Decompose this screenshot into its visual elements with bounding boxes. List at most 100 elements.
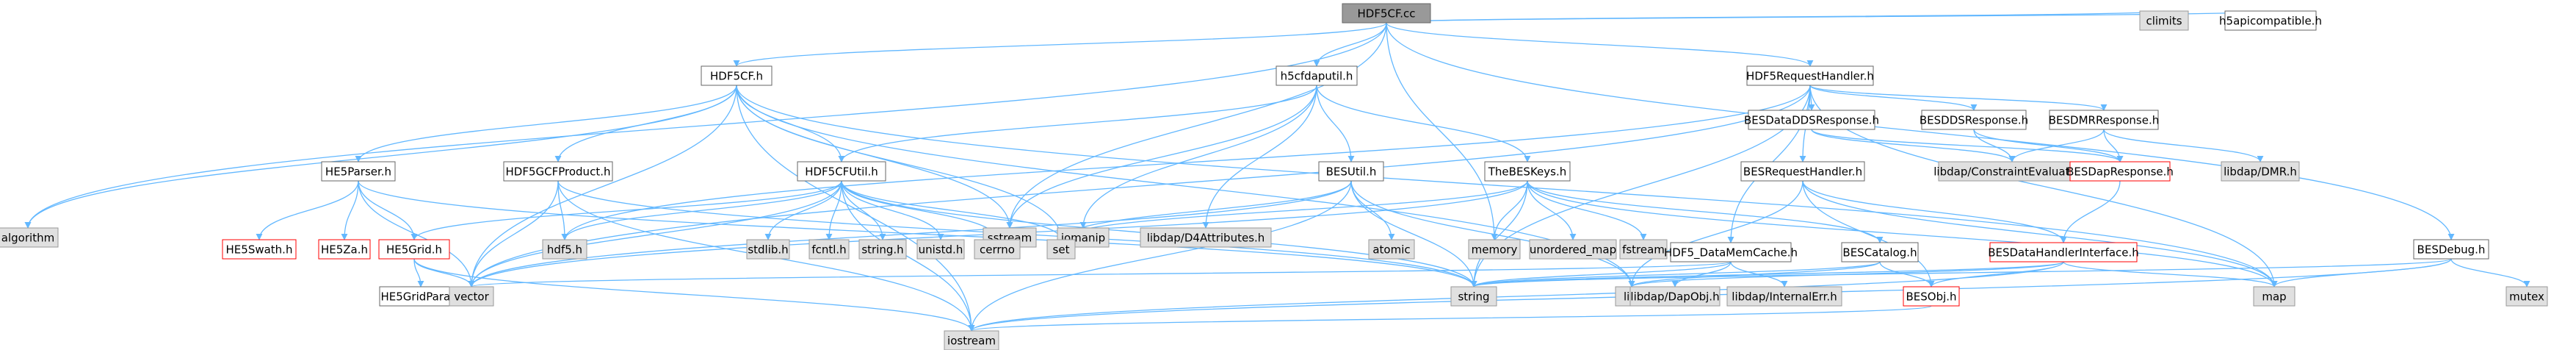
- edge-h5cfdaputil-to-cfutil: [838, 85, 1317, 162]
- node-label-climits: climits: [2146, 15, 2182, 28]
- node-box-d4attr: [1140, 227, 1272, 248]
- node-reqhandler[interactable]: HDF5RequestHandler.h: [1746, 65, 1874, 86]
- node-label-gcfproduct: HDF5GCFProduct.h: [506, 165, 611, 179]
- node-thebeskeys[interactable]: TheBESKeys.h: [1484, 161, 1571, 182]
- edge-hdf5cf_h-to-iostream: [736, 85, 975, 332]
- node-stringh: string.h: [858, 239, 907, 260]
- edge-thebeskeys-to-unordered_map: [1527, 180, 1577, 240]
- node-dapobj: libdap/DapObj.h: [1629, 286, 1721, 307]
- node-label-stdlib: stdlib.h: [748, 243, 788, 257]
- node-cfutil[interactable]: HDF5CFUtil.h: [797, 161, 886, 182]
- edge-cfutil-to-vector: [468, 180, 842, 288]
- node-box-map: [2253, 286, 2295, 307]
- node-box-unordered_map: [1529, 239, 1617, 260]
- node-label-fstream: fstream: [1622, 243, 1665, 257]
- edge-cfutil-to-fcntl: [825, 180, 842, 240]
- node-heswath[interactable]: HE5Swath.h: [222, 239, 297, 260]
- edge-reqhandler-to-besdmr: [1809, 85, 2108, 111]
- edge-h5cfdaputil-to-besutil: [1316, 85, 1355, 162]
- edge-besdmr-to-constraint: [2008, 129, 2105, 162]
- node-h5apicompat[interactable]: h5apicompatible.h: [2219, 10, 2322, 31]
- node-besdatadds[interactable]: BESDataDDSResponse.h: [1744, 110, 1879, 130]
- edge-besutil-to-string: [1350, 180, 1477, 288]
- node-besdapresp[interactable]: BESDapResponse.h: [2066, 161, 2174, 182]
- edge-root-to-reqhandler: [1386, 22, 1814, 67]
- node-box-besreq: [1740, 161, 1865, 182]
- edge-heparser-to-heswath: [256, 180, 359, 240]
- node-box-besdmr: [2049, 110, 2159, 130]
- node-box-hegrid: [378, 239, 450, 260]
- edge-hegrid-to-hegridpara: [413, 258, 424, 288]
- node-box-mutex: [2506, 286, 2548, 307]
- node-root[interactable]: HDF5CF.cc: [1342, 3, 1431, 24]
- node-box-algorithm: [0, 227, 59, 248]
- node-heparser[interactable]: HE5Parser.h: [321, 161, 396, 182]
- node-box-besobj: [1903, 286, 1960, 307]
- node-besreq[interactable]: BESRequestHandler.h: [1740, 161, 1865, 182]
- edge-besdatadds-to-constraint: [1811, 129, 2016, 162]
- node-d4attr: libdap/D4Attributes.h: [1140, 227, 1272, 248]
- node-box-datamemcache: [1670, 242, 1792, 262]
- node-box-besdatadds: [1748, 110, 1875, 130]
- node-stdlib: stdlib.h: [746, 239, 790, 260]
- edge-root-to-h5cfdaputil: [1313, 22, 1387, 67]
- edge-h5cfdaputil-to-d4attr: [1202, 85, 1317, 229]
- edge-heparser-to-heza: [341, 180, 359, 240]
- node-heza[interactable]: HE5Za.h: [318, 239, 371, 260]
- node-box-besdapresp: [2069, 161, 2171, 182]
- node-vector: vector: [449, 286, 494, 307]
- node-box-string: [1450, 286, 1497, 307]
- edge-cfutil-to-hegrid: [410, 180, 842, 240]
- node-h5cfdaputil[interactable]: h5cfdaputil.h: [1276, 65, 1358, 86]
- edge-besreq-to-besobj: [1802, 180, 1935, 288]
- node-box-hegridpara: [379, 286, 463, 307]
- node-iostream: iostream: [944, 330, 999, 350]
- edge-cfutil-to-hdf5h: [561, 180, 842, 240]
- node-label-unistd: unistd.h: [919, 243, 963, 257]
- edge-besobj-to-iostream: [969, 305, 1932, 332]
- edge-root-to-h5apicompat: [1386, 10, 2273, 24]
- edge-datamemcache-to-dapobj: [1671, 261, 1732, 288]
- node-label-atomic: atomic: [1372, 243, 1410, 257]
- node-hegrid[interactable]: HE5Grid.h: [378, 239, 450, 260]
- node-box-memory: [1468, 239, 1521, 260]
- node-label-internalerr: libdap/InternalErr.h: [1732, 290, 1837, 304]
- node-hdf5h: hdf5.h: [542, 239, 587, 260]
- node-hegridpara[interactable]: HE5GridPara.h: [379, 286, 463, 307]
- edge-besdebug-to-string: [1471, 258, 2452, 288]
- edge-besreq-to-bdhi: [1802, 180, 2067, 243]
- node-besdmr[interactable]: BESDMRResponse.h: [2049, 110, 2160, 130]
- node-label-besdds: BESDDSResponse.h: [1920, 114, 2028, 127]
- edge-gcfproduct-to-hdf5h: [557, 180, 568, 240]
- edge-thebeskeys-to-string: [1470, 180, 1528, 288]
- edge-datamemcache-to-vector: [468, 261, 1732, 288]
- node-label-map: map: [2262, 290, 2286, 304]
- edge-heparser-to-hegrid: [358, 180, 418, 240]
- node-mutex: mutex: [2506, 286, 2548, 307]
- node-besobj[interactable]: BESObj.h: [1903, 286, 1960, 307]
- edge-heparser-to-vector: [358, 180, 475, 288]
- edge-h5cfdaputil-to-sstream: [1006, 85, 1317, 229]
- node-besdds[interactable]: BESDDSResponse.h: [1920, 110, 2028, 130]
- node-set: set: [1046, 239, 1076, 260]
- edge-bescatalog-to-besobj: [1879, 261, 1935, 288]
- node-label-h5apicompat: h5apicompatible.h: [2219, 15, 2322, 28]
- node-cerrno: cerrno: [974, 239, 1021, 260]
- node-datamemcache[interactable]: HDF5_DataMemCache.h: [1664, 242, 1798, 262]
- node-label-besobj: BESObj.h: [1906, 290, 1956, 304]
- node-besdebug[interactable]: BESDebug.h: [2413, 239, 2489, 260]
- edge-cfutil-to-unistd: [841, 180, 944, 240]
- node-box-constraint: [1938, 161, 2086, 182]
- node-bdhi[interactable]: BESDataHandlerInterface.h: [1988, 242, 2139, 262]
- node-label-vector: vector: [454, 290, 489, 304]
- edge-root-to-algorithm: [24, 22, 1387, 229]
- node-label-cfutil: HDF5CFUtil.h: [805, 165, 878, 179]
- node-label-set: set: [1053, 243, 1070, 257]
- node-bescatalog[interactable]: BESCatalog.h: [1841, 242, 1919, 262]
- node-hdf5cf_h[interactable]: HDF5CF.h: [701, 65, 773, 86]
- node-label-reqhandler: HDF5RequestHandler.h: [1746, 70, 1874, 83]
- node-gcfproduct[interactable]: HDF5GCFProduct.h: [503, 161, 613, 182]
- node-besutil[interactable]: BESUtil.h: [1318, 161, 1384, 182]
- node-box-iostream: [944, 330, 999, 350]
- edge-bdhi-to-map: [2063, 261, 2278, 288]
